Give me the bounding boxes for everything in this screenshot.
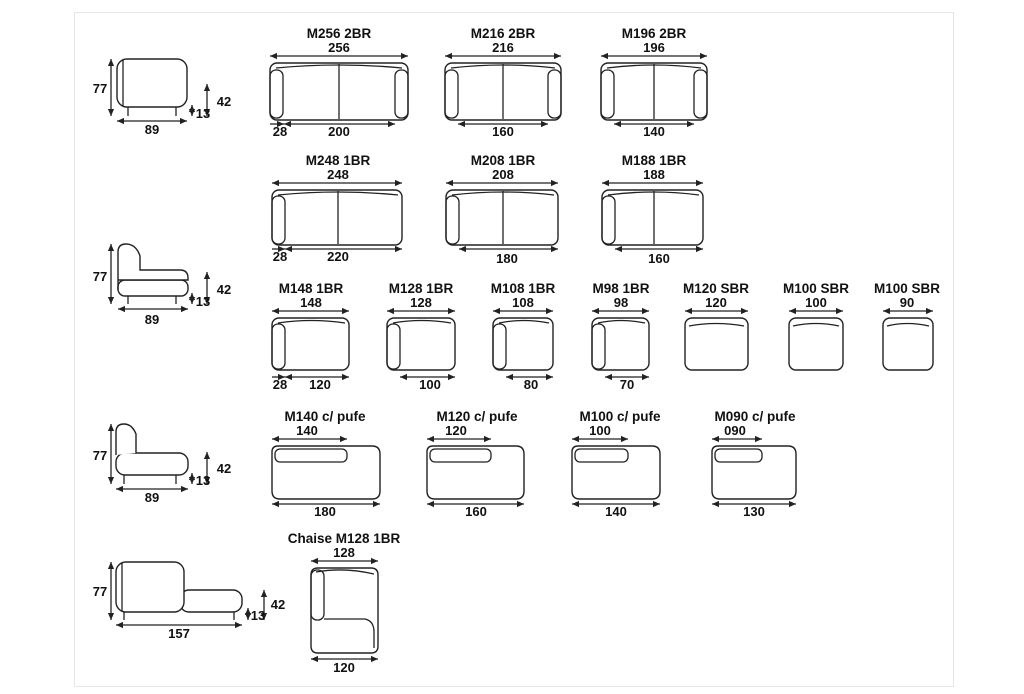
module-title: M188 1BR (622, 153, 687, 168)
module-m100-sbr: M100 SBR 100 (783, 281, 849, 371)
side-2-seat: 42 (217, 282, 231, 297)
module-width: 256 (328, 40, 350, 55)
module-seat: 80 (524, 377, 538, 392)
module-width: 100 (589, 423, 611, 438)
module-title: M108 1BR (491, 281, 556, 296)
module-m090-pufe: M090 c/ pufe 090 130 (711, 409, 797, 519)
module-title: M100 SBR (874, 281, 940, 296)
module-title: M140 c/ pufe (284, 409, 366, 424)
module-width: 100 (805, 295, 827, 310)
module-title: M128 1BR (389, 281, 454, 296)
side-4-leg: 13 (251, 608, 265, 623)
side-2-leg: 13 (196, 294, 210, 309)
side-view-3: 77 89 42 13 (93, 423, 231, 505)
module-m216-2br: M216 2BR 216 160 (444, 26, 562, 139)
module-title: M98 1BR (592, 281, 649, 296)
module-width: 208 (492, 167, 514, 182)
module-m248-1br: M248 1BR 248 28 220 (271, 153, 403, 264)
module-seat: 100 (419, 377, 441, 392)
module-seat: 160 (648, 251, 670, 266)
module-arm: 28 (273, 249, 287, 264)
module-m100-pufe: M100 c/ pufe 100 140 (571, 409, 661, 519)
module-seat: 120 (333, 660, 355, 675)
module-title: M090 c/ pufe (714, 409, 796, 424)
module-title: M216 2BR (471, 26, 536, 41)
module-m98-1br: M98 1BR 98 70 (591, 281, 650, 392)
module-title: M208 1BR (471, 153, 536, 168)
side-4-height: 77 (93, 584, 107, 599)
module-total: 160 (465, 504, 487, 519)
module-width: 196 (643, 40, 665, 55)
side-3-height: 77 (93, 448, 107, 463)
module-width: 188 (643, 167, 665, 182)
module-title: M248 1BR (306, 153, 371, 168)
side-2-height: 77 (93, 269, 107, 284)
module-m100-sbr-90: M100 SBR 90 (874, 281, 940, 371)
side-4-depth: 157 (168, 626, 190, 641)
module-seat: 200 (328, 124, 350, 139)
module-m120-sbr: M120 SBR 120 (683, 281, 749, 371)
module-title: M100 c/ pufe (579, 409, 661, 424)
module-width: 216 (492, 40, 514, 55)
module-m188-1br: M188 1BR 188 160 (601, 153, 704, 266)
module-width: 148 (300, 295, 322, 310)
module-m140-pufe: M140 c/ pufe 140 180 (271, 409, 381, 519)
module-width: 108 (512, 295, 534, 310)
module-m108-1br: M108 1BR 108 80 (491, 281, 556, 392)
module-m256-2br: M256 2BR 256 28 200 (269, 26, 409, 139)
module-width: 98 (614, 295, 628, 310)
side-1-leg: 13 (196, 106, 210, 121)
side-1-depth: 89 (145, 122, 159, 137)
module-title: Chaise M128 1BR (288, 531, 401, 546)
module-seat: 160 (492, 124, 514, 139)
module-width: 128 (410, 295, 432, 310)
side-4-seat: 42 (271, 597, 285, 612)
module-m196-2br: M196 2BR 196 140 (600, 26, 708, 139)
module-width: 140 (296, 423, 318, 438)
module-width: 90 (900, 295, 914, 310)
module-width: 128 (333, 545, 355, 560)
module-seat: 120 (309, 377, 331, 392)
module-m120-pufe: M120 c/ pufe 120 160 (426, 409, 525, 519)
module-seat: 180 (496, 251, 518, 266)
module-total: 130 (743, 504, 765, 519)
module-width: 090 (724, 423, 746, 438)
side-3-depth: 89 (145, 490, 159, 505)
module-arm: 28 (273, 124, 287, 139)
module-seat: 70 (620, 377, 634, 392)
module-total: 140 (605, 504, 627, 519)
side-view-1: 77 89 42 13 (93, 58, 231, 137)
module-title: M120 c/ pufe (436, 409, 518, 424)
side-1-seat: 42 (217, 94, 231, 109)
module-width: 120 (445, 423, 467, 438)
module-title: M148 1BR (279, 281, 344, 296)
module-seat: 220 (327, 249, 349, 264)
module-total: 180 (314, 504, 336, 519)
module-width: 120 (705, 295, 727, 310)
module-chaise-m128-1br: Chaise M128 1BR 128 120 (288, 531, 401, 675)
side-3-seat: 42 (217, 461, 231, 476)
side-view-4: 77 157 42 13 (93, 561, 285, 641)
module-m148-1br: M148 1BR 148 28 120 (271, 281, 350, 392)
module-seat: 140 (643, 124, 665, 139)
module-arm: 28 (273, 377, 287, 392)
module-title: M120 SBR (683, 281, 749, 296)
module-m208-1br: M208 1BR 208 180 (445, 153, 559, 266)
side-2-depth: 89 (145, 312, 159, 327)
module-title: M100 SBR (783, 281, 849, 296)
module-m128-1br: M128 1BR 128 100 (386, 281, 456, 392)
module-title: M256 2BR (307, 26, 372, 41)
side-3-leg: 13 (196, 473, 210, 488)
side-view-2: 77 89 42 13 (93, 243, 231, 327)
side-1-height: 77 (93, 81, 107, 96)
module-title: M196 2BR (622, 26, 687, 41)
drawing-frame (74, 12, 954, 687)
module-width: 248 (327, 167, 349, 182)
